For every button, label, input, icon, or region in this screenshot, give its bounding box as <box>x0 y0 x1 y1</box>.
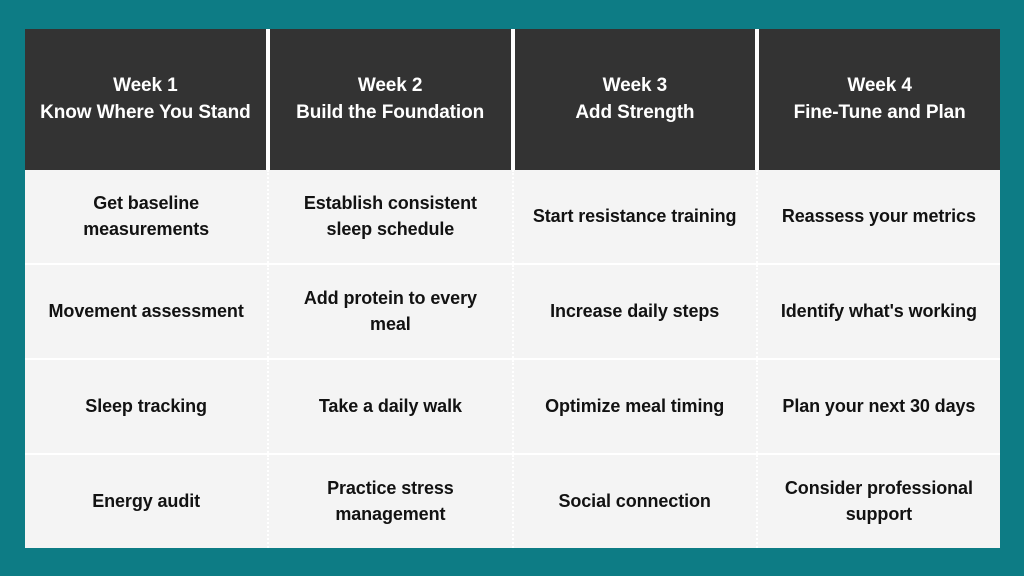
table-cell[interactable]: Add protein to every meal <box>267 265 512 358</box>
column-header-week-1[interactable]: Week 1 Know Where You Stand <box>25 29 266 170</box>
table-cell[interactable]: Get baseline measurements <box>25 170 268 263</box>
table-cell-text: Identify what's working <box>780 300 977 321</box>
table-cell[interactable]: Take a daily walk <box>267 360 512 453</box>
table-cell-text: Energy audit <box>92 490 201 511</box>
table-cell-text: Practice stress management <box>327 477 454 524</box>
table-cell[interactable]: Sleep tracking <box>25 360 268 453</box>
table-cell-text: Take a daily walk <box>318 395 462 416</box>
table-cell-text: Start resistance training <box>532 205 737 226</box>
column-header-theme-label: Fine-Tune and Plan <box>793 101 966 123</box>
table-cell[interactable]: Practice stress management <box>267 455 512 548</box>
table-cell[interactable]: Plan your next 30 days <box>755 360 1000 453</box>
table-cell-text: Social connection <box>558 490 711 511</box>
column-header-week-4[interactable]: Week 4 Fine-Tune and Plan <box>759 29 1000 170</box>
column-header-theme-label: Know Where You Stand <box>40 101 251 123</box>
table-cell[interactable]: Movement assessment <box>25 265 268 358</box>
table-row: Sleep tracking Take a daily walk Optimiz… <box>25 358 1000 453</box>
table-cell-text: Sleep tracking <box>85 395 207 416</box>
table-cell-text: Optimize meal timing <box>545 395 725 416</box>
column-header-week-3[interactable]: Week 3 Add Strength <box>514 29 756 170</box>
table-cell-text: Plan your next 30 days <box>782 395 976 416</box>
column-header-theme-label: Add Strength <box>575 101 695 123</box>
table-row: Get baseline measurements Establish cons… <box>25 170 1000 263</box>
table-row: Movement assessment Add protein to every… <box>25 263 1000 358</box>
table-cell[interactable]: Establish consistent sleep schedule <box>267 170 512 263</box>
table-cell[interactable]: Social connection <box>511 455 756 548</box>
table-cell[interactable]: Consider professional support <box>755 455 1000 548</box>
column-header-week-label: Week 4 <box>847 74 912 96</box>
table-cell-text: Reassess your metrics <box>781 205 976 226</box>
table-cell[interactable]: Increase daily steps <box>511 265 756 358</box>
table-body: Get baseline measurements Establish cons… <box>25 170 1000 548</box>
table-cell-text: Get baseline measurements <box>83 192 210 239</box>
column-header-week-label: Week 3 <box>602 74 668 96</box>
table-cell-text: Movement assessment <box>48 300 244 321</box>
table-cell[interactable]: Energy audit <box>25 455 268 548</box>
column-header-theme-label: Build the Foundation <box>296 101 485 123</box>
table-cell-text: Establish consistent sleep schedule <box>303 192 477 239</box>
table-cell[interactable]: Optimize meal timing <box>511 360 756 453</box>
column-header-week-label: Week 1 <box>113 74 178 96</box>
column-header-week-2[interactable]: Week 2 Build the Foundation <box>269 29 511 170</box>
table-row: Energy audit Practice stress management … <box>25 453 1000 548</box>
table-cell-text: Add protein to every meal <box>303 287 477 334</box>
table-header-row: Week 1 Know Where You Stand Week 2 Build… <box>25 29 1000 170</box>
column-header-week-label: Week 2 <box>357 74 423 96</box>
four-week-plan-table: Week 1 Know Where You Stand Week 2 Build… <box>25 29 1000 548</box>
table-cell[interactable]: Start resistance training <box>511 170 756 263</box>
table-cell[interactable]: Reassess your metrics <box>755 170 1000 263</box>
table-cell-text: Increase daily steps <box>550 300 720 321</box>
table-cell[interactable]: Identify what's working <box>755 265 1000 358</box>
table-cell-text: Consider professional support <box>784 477 973 524</box>
